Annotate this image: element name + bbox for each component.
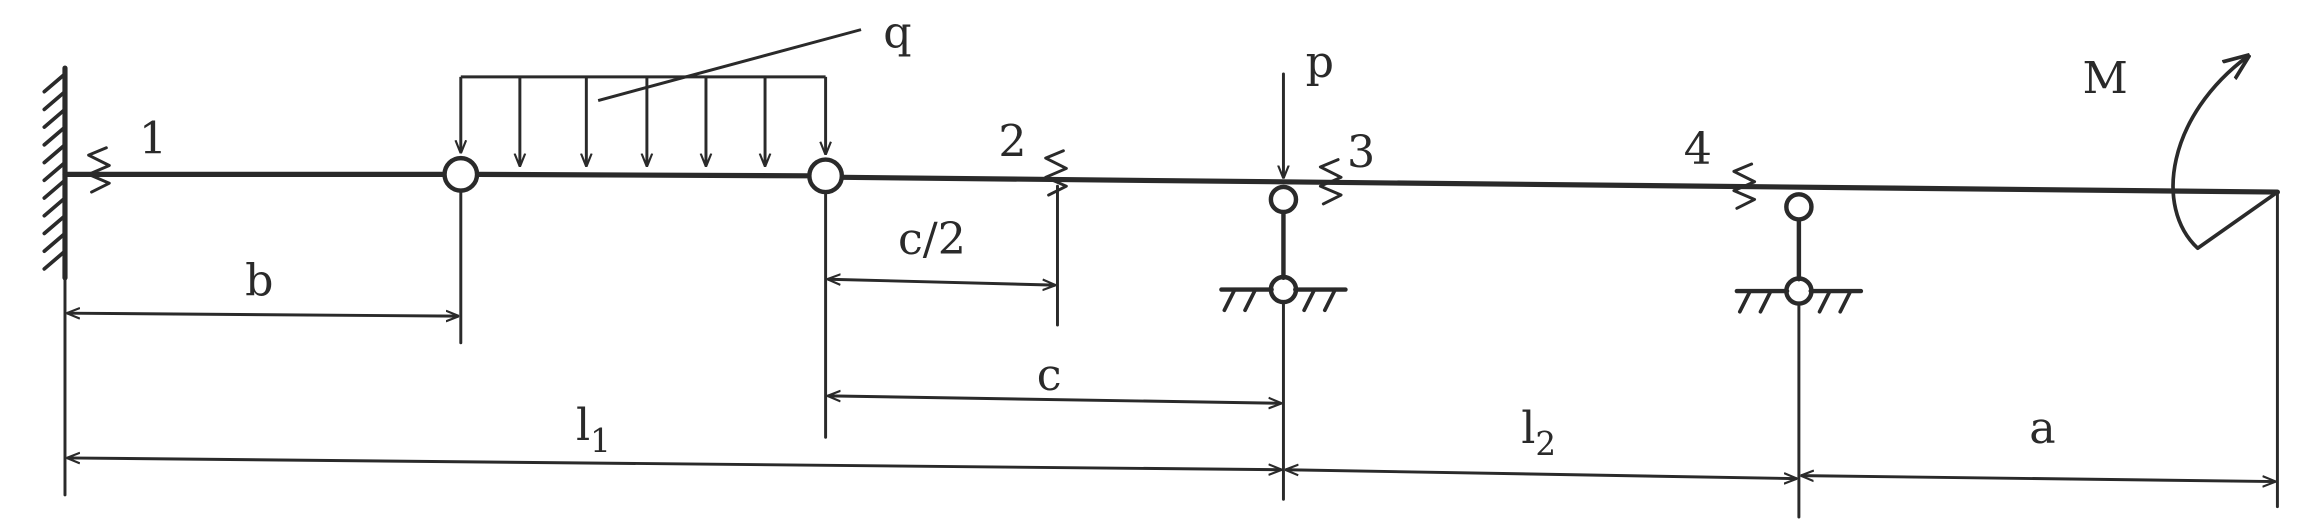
moment-m-label: M — [2082, 53, 2127, 104]
extension-lines — [63, 184, 2279, 519]
dimension-l1-subscript: 1 — [590, 422, 611, 460]
dimension-l1-letter: l — [576, 400, 590, 451]
beam — [62, 171, 2281, 195]
roller-support-4 — [1734, 192, 1864, 314]
dimension-l2-subscript: 2 — [1535, 425, 1556, 463]
section-marker-1 — [87, 146, 111, 194]
dimension-c-label: c — [1037, 350, 1062, 401]
dimension-c-half — [829, 279, 1055, 285]
section-marker-3 — [1318, 158, 1343, 206]
dimension-a-label: a — [2029, 403, 2055, 454]
fixed-wall-support — [42, 65, 68, 281]
wall-hatching — [42, 72, 67, 271]
dimension-c-half-label: c/2 — [898, 214, 966, 265]
dimension-a — [1800, 476, 2276, 482]
section-label-1: 1 — [139, 114, 167, 165]
dimension-l1-label: l1 — [576, 400, 611, 460]
section-marker-2 — [1044, 149, 1068, 197]
dimension-b-label: b — [245, 255, 273, 306]
dimension-l2-label: l2 — [1521, 403, 1556, 463]
dimension-c — [827, 396, 1282, 403]
section-label-4: 4 — [1684, 124, 1712, 175]
dimension-l2-letter: l — [1521, 403, 1535, 454]
section-label-2: 2 — [998, 117, 1026, 168]
dimension-l2 — [1284, 470, 1798, 479]
moment-m-arrow — [2171, 56, 2280, 251]
dimension-l1 — [66, 458, 1282, 470]
roller-support-3 — [1219, 184, 1348, 313]
force-p-label: p — [1306, 37, 1334, 88]
hinge-left — [442, 155, 480, 193]
hinge-right — [807, 157, 845, 195]
dimension-b — [66, 313, 460, 316]
load-q-label: q — [883, 7, 911, 58]
section-marker-4 — [1732, 162, 1757, 210]
distributed-load — [461, 28, 862, 166]
section-label-3: 3 — [1347, 127, 1375, 178]
